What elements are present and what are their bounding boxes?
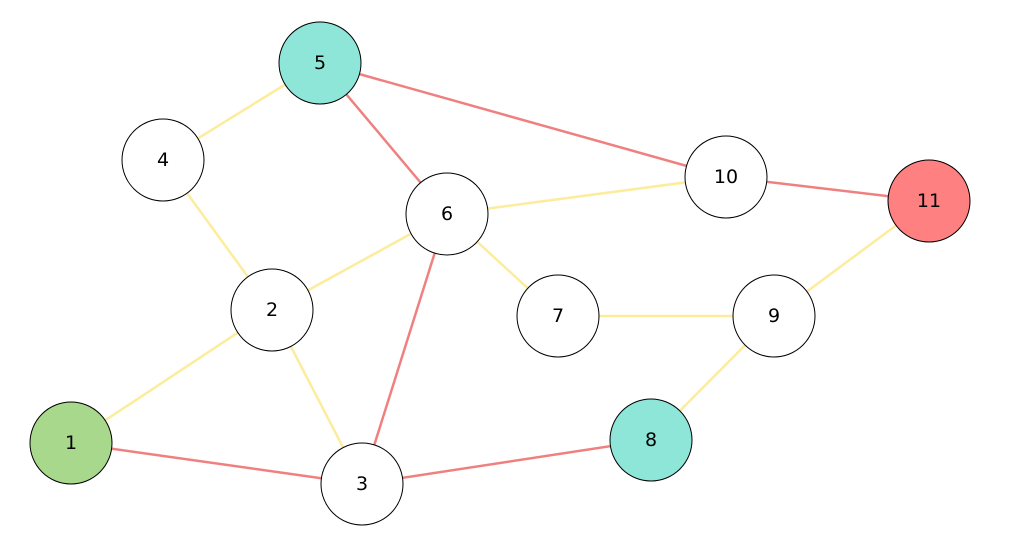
node-circle-8 — [609, 398, 693, 482]
edge-3-6 — [360, 213, 449, 485]
edge-5-10 — [319, 61, 727, 179]
node-circle-7 — [516, 274, 600, 358]
node-label-7: 7 — [552, 305, 564, 327]
node-8: 8 — [609, 398, 693, 482]
node-circle-10 — [684, 135, 768, 219]
node-label-2: 2 — [266, 299, 278, 321]
node-label-11: 11 — [917, 190, 941, 212]
node-11: 11 — [887, 159, 971, 243]
node-label-6: 6 — [441, 203, 453, 225]
node-label-8: 8 — [645, 429, 657, 451]
node-circle-3 — [320, 442, 404, 526]
node-4: 4 — [121, 118, 205, 202]
node-3: 3 — [320, 442, 404, 526]
node-7: 7 — [516, 274, 600, 358]
node-5: 5 — [278, 21, 362, 105]
node-2: 2 — [230, 268, 314, 352]
node-circle-11 — [887, 159, 971, 243]
edge-6-10 — [446, 175, 727, 216]
node-circle-9 — [732, 274, 816, 358]
nodes-layer: 1 2 3 4 5 6 7 8 9 10 11 — [29, 21, 971, 526]
node-6: 6 — [405, 172, 489, 256]
node-label-4: 4 — [157, 149, 169, 171]
node-9: 9 — [732, 274, 816, 358]
node-circle-4 — [121, 118, 205, 202]
node-circle-2 — [230, 268, 314, 352]
node-10: 10 — [684, 135, 768, 219]
node-circle-1 — [29, 401, 113, 485]
node-circle-5 — [278, 21, 362, 105]
node-label-3: 3 — [356, 473, 368, 495]
node-label-1: 1 — [65, 432, 77, 454]
node-label-9: 9 — [768, 305, 780, 327]
edge-3-8 — [361, 438, 652, 486]
node-circle-6 — [405, 172, 489, 256]
node-label-5: 5 — [314, 52, 326, 74]
node-label-10: 10 — [714, 166, 738, 188]
edge-1-3 — [70, 441, 363, 486]
node-1: 1 — [29, 401, 113, 485]
